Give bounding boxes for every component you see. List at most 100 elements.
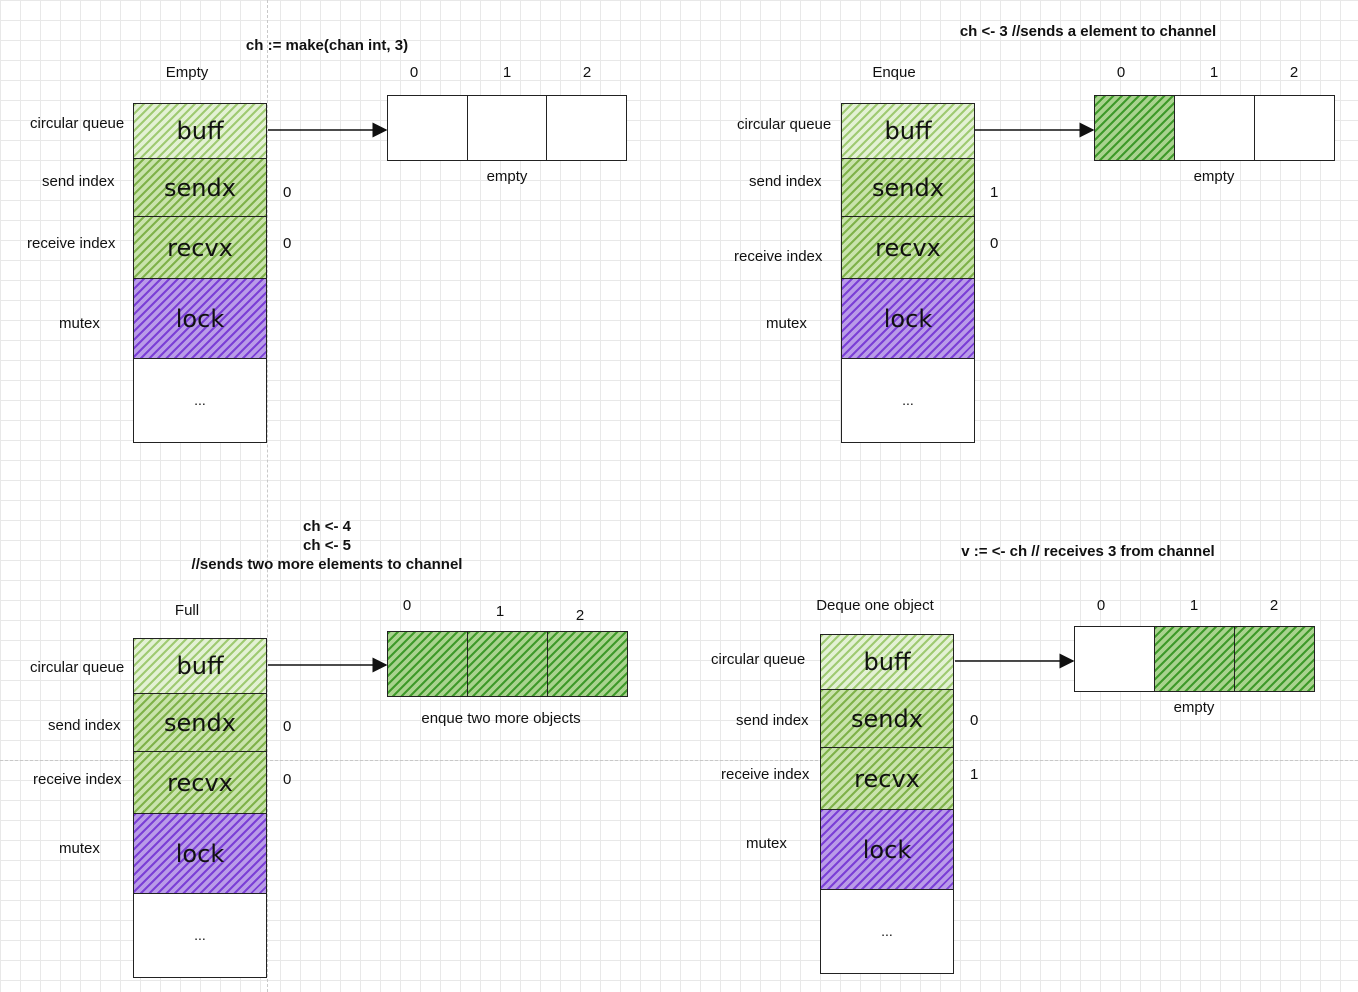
field-lock: lock: [134, 814, 266, 894]
label-mutex: mutex: [59, 315, 100, 332]
buffer-slot: [388, 632, 468, 696]
buffer-slot: [1095, 96, 1175, 160]
slot-index: 1: [1189, 597, 1199, 614]
queue-caption: empty: [1173, 699, 1215, 716]
sendx-value: 0: [283, 184, 292, 201]
panel-title-line: v := <- ch // receives 3 from channel: [961, 543, 1215, 560]
field-rest-text: ...: [902, 392, 914, 408]
field-recvx: recvx: [134, 217, 266, 279]
slot-index: 2: [1269, 597, 1279, 614]
hchan-struct: buff sendx recvx lock ...: [133, 638, 267, 978]
slot-index: 0: [409, 64, 419, 81]
sendx-value: 0: [283, 718, 292, 735]
panel-title-line: ch <- 3 //sends a element to channel: [959, 23, 1217, 40]
hchan-struct: buff sendx recvx lock ...: [820, 634, 954, 974]
label-receive-index: receive index: [27, 235, 116, 252]
field-lock: lock: [134, 279, 266, 359]
label-send-index: send index: [48, 717, 121, 734]
field-buff: buff: [842, 104, 974, 159]
label-mutex: mutex: [766, 315, 807, 332]
buffer-slot: [388, 96, 468, 160]
buffer-queue: [1094, 95, 1335, 161]
field-lock-text: lock: [862, 835, 912, 864]
field-recvx: recvx: [134, 752, 266, 814]
field-recvx-text: recvx: [167, 233, 233, 262]
field-rest: ...: [821, 890, 953, 972]
recvx-value: 0: [283, 771, 292, 788]
panel-title-line: //sends two more elements to channel: [191, 556, 463, 573]
queue-caption: empty: [1193, 168, 1235, 185]
buffer-slot: [1155, 627, 1235, 691]
buffer-slot: [468, 96, 548, 160]
field-buff-text: buff: [884, 117, 932, 145]
field-recvx-text: recvx: [875, 233, 941, 262]
label-mutex: mutex: [59, 840, 100, 857]
recvx-value: 0: [283, 235, 292, 252]
panel-title-line: ch := make(chan int, 3): [245, 37, 409, 54]
buffer-queue: [1074, 626, 1315, 692]
state-label: Deque one object: [816, 597, 934, 614]
field-lock-text: lock: [175, 304, 225, 333]
buffer-slot: [468, 632, 548, 696]
queue-caption: enque two more objects: [421, 710, 581, 727]
sendx-value: 0: [970, 712, 979, 729]
panel-title-line: ch <- 5: [303, 537, 351, 554]
hchan-struct: buff sendx recvx lock ...: [841, 103, 975, 443]
field-recvx: recvx: [821, 748, 953, 810]
slot-index: 2: [582, 64, 592, 81]
field-buff: buff: [134, 639, 266, 694]
panel-title-line: ch <- 4: [303, 518, 351, 535]
buffer-queue: [387, 95, 627, 161]
field-buff-text: buff: [176, 117, 224, 145]
recvx-value: 1: [970, 766, 979, 783]
field-recvx-text: recvx: [854, 764, 920, 793]
slot-index: 2: [575, 607, 585, 624]
field-rest: ...: [134, 359, 266, 441]
state-label: Empty: [165, 64, 209, 81]
field-rest-text: ...: [194, 927, 206, 943]
label-circular-queue: circular queue: [30, 115, 125, 132]
field-lock-text: lock: [175, 839, 225, 868]
field-rest: ...: [134, 894, 266, 976]
field-sendx-text: sendx: [164, 708, 236, 737]
label-send-index: send index: [42, 173, 115, 190]
slot-index: 0: [1116, 64, 1126, 81]
field-buff-text: buff: [176, 652, 224, 680]
sendx-value: 1: [990, 184, 999, 201]
recvx-value: 0: [990, 235, 999, 252]
field-buff: buff: [821, 635, 953, 690]
label-receive-index: receive index: [721, 766, 810, 783]
buffer-slot: [1075, 627, 1155, 691]
buffer-slot: [1235, 627, 1314, 691]
field-rest-text: ...: [881, 923, 893, 939]
state-label: Enque: [872, 64, 916, 81]
field-sendx-text: sendx: [851, 704, 923, 733]
label-circular-queue: circular queue: [737, 116, 832, 133]
label-circular-queue: circular queue: [30, 659, 125, 676]
buffer-slot: [548, 632, 627, 696]
field-sendx: sendx: [842, 159, 974, 217]
field-rest-text: ...: [194, 392, 206, 408]
field-lock-text: lock: [883, 304, 933, 333]
field-lock: lock: [821, 810, 953, 890]
slot-index: 0: [1096, 597, 1106, 614]
field-lock: lock: [842, 279, 974, 359]
slot-index: 0: [402, 597, 412, 614]
slot-index: 1: [502, 64, 512, 81]
slot-index: 2: [1289, 64, 1299, 81]
buffer-slot: [1255, 96, 1334, 160]
field-sendx: sendx: [821, 690, 953, 748]
field-sendx-text: sendx: [872, 173, 944, 202]
label-receive-index: receive index: [33, 771, 122, 788]
buffer-slot: [547, 96, 626, 160]
hchan-struct: buff sendx recvx lock ...: [133, 103, 267, 443]
field-recvx: recvx: [842, 217, 974, 279]
field-sendx: sendx: [134, 159, 266, 217]
buffer-slot: [1175, 96, 1255, 160]
field-sendx-text: sendx: [164, 173, 236, 202]
label-mutex: mutex: [746, 835, 787, 852]
label-circular-queue: circular queue: [711, 651, 806, 668]
label-send-index: send index: [736, 712, 809, 729]
label-send-index: send index: [749, 173, 822, 190]
